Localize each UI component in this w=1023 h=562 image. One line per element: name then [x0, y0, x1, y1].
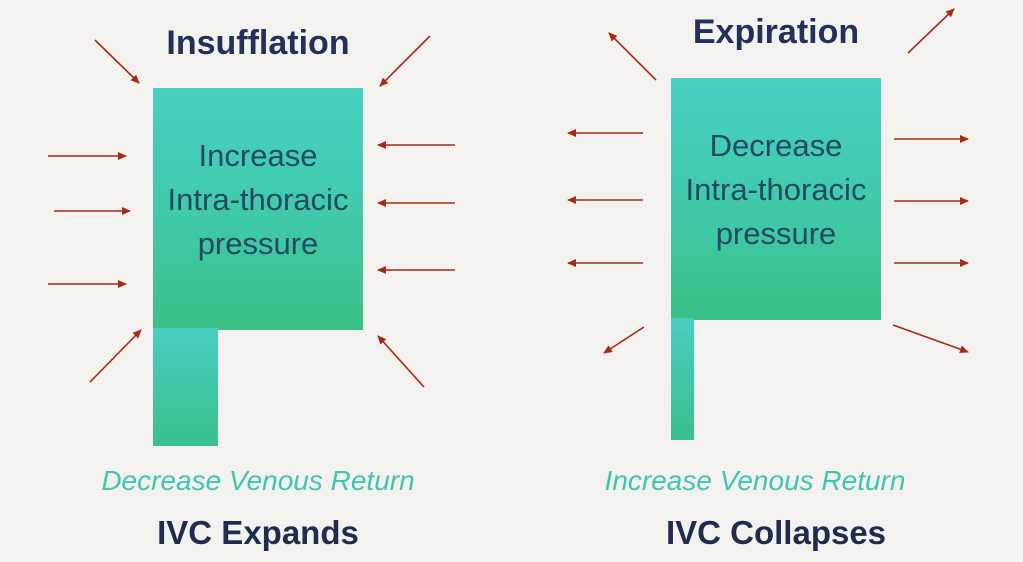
thorax-label-line: Decrease [709, 128, 843, 163]
ivc-status-text: IVC Expands [157, 514, 359, 551]
thorax-label-line: Intra-thoracic [685, 172, 867, 207]
arrow-inward [94, 39, 140, 84]
ivc-status-text: IVC Collapses [665, 514, 887, 551]
arrow-inward [89, 329, 142, 383]
arrow-outward [608, 32, 657, 81]
thorax-label-line: Increase [198, 138, 318, 173]
thorax-box-collapsed [671, 78, 881, 320]
thorax-label-line: pressure [197, 226, 319, 261]
arrow-outward [892, 324, 969, 354]
venous-return-text: Decrease Venous Return [101, 465, 415, 496]
ivc-tube-expanded [153, 328, 218, 446]
thorax-label-line: pressure [715, 216, 837, 251]
thorax-label: Decrease Intra-thoracic pressure [686, 124, 867, 256]
arrow-inward [377, 335, 425, 388]
arrow-outward [907, 8, 955, 54]
expiration-title: Expiration [692, 13, 860, 51]
venous-return-text: Increase Venous Return [604, 465, 906, 496]
thorax-label-line: Intra-thoracic [167, 182, 349, 217]
thorax-box-expanded [153, 88, 363, 330]
arrow-inward [379, 35, 431, 87]
insufflation-title: Insufflation [166, 24, 350, 62]
thorax-label: Increase Intra-thoracic pressure [168, 134, 349, 266]
arrow-outward [603, 326, 645, 354]
ivc-tube-collapsed [671, 318, 694, 440]
